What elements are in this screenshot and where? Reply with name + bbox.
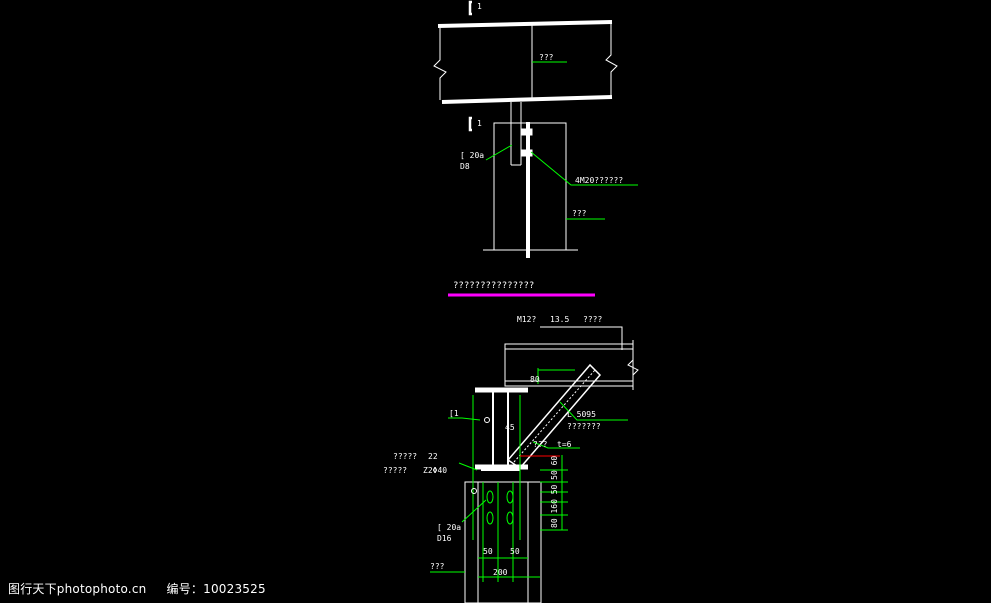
brace-label: ??????? (567, 422, 601, 431)
bolt-4 (506, 511, 514, 525)
section-mark-bottom: [1 (449, 409, 459, 418)
beam-label-bottom: ???? (583, 315, 602, 324)
stiffener-no: 22 (428, 452, 438, 461)
channel-label-bottom: [ 20a (437, 523, 461, 532)
bolt-hole-left (484, 417, 490, 423)
section-mark-mid-glyph (468, 116, 472, 132)
channel-leader (485, 144, 513, 161)
bottom-view-labels: M12? 13.5 ???? L 5095 ??????? 45 80 ??? … (383, 315, 602, 577)
section-mark-leader (448, 417, 481, 421)
stiffener-spec: Z2Φ40 (423, 466, 447, 475)
right-beam-break (627, 340, 639, 390)
brace-dim-label: 80 (530, 375, 540, 384)
watermark-id: 编号：10023525 (166, 582, 266, 596)
top-view-labels: 1 1 ??? [ 20a D8 4M20?????? ??? (460, 2, 623, 218)
lower-column (464, 481, 542, 603)
bolt-upper (521, 128, 533, 136)
plate-label2-bottom: D16 (437, 534, 452, 543)
stiffener-label: ????? (393, 452, 417, 461)
bolt-label: 4M20?????? (575, 176, 623, 185)
dim-50-left: 50 (483, 547, 493, 556)
right-beam (504, 343, 634, 387)
plate-label-bottom: ??? (533, 440, 548, 449)
section-mark-top-glyph (468, 0, 472, 16)
channel-label: [ 20a (460, 151, 484, 160)
break-line-right (605, 24, 618, 96)
bolt-1 (486, 490, 494, 504)
bolt-dim-label: 13.5 (550, 315, 569, 324)
bolt-leader (530, 151, 638, 186)
stiffener-leader (458, 462, 478, 471)
bolt-spec-label: M12? (517, 315, 536, 324)
brace-length-leader (559, 401, 628, 421)
column-label-bottom: ??? (430, 562, 445, 571)
column-label: ??? (572, 209, 587, 218)
diagonal-brace (506, 363, 602, 469)
watermark-site: 图行天下photophoto.cn (8, 582, 147, 596)
bolt-lower (521, 149, 533, 157)
vertical-dims: 80 160 50 50 60 (550, 456, 559, 528)
watermark: 图行天下photophoto.cn 编号：10023525 (8, 580, 266, 597)
beam-bottom-flange (441, 95, 613, 104)
bolt-hole-base (471, 488, 477, 494)
break-line-left (433, 28, 447, 100)
channel-leader-bottom (461, 499, 487, 523)
brace-centerline (513, 369, 596, 463)
plate-leader (532, 441, 580, 449)
detail-title: ??????????????? (453, 281, 534, 291)
dim-50-right: 50 (510, 547, 520, 556)
bottom-view (464, 326, 639, 603)
angle-label: 45 (505, 423, 515, 432)
beam-label-leader-bottom (540, 326, 623, 350)
bolt-2 (506, 490, 514, 504)
bottom-dimensions (430, 368, 628, 582)
section-mark-top-label: 1 (477, 2, 482, 11)
plate-label: D8 (460, 162, 470, 171)
brace-length-label: L 5095 (567, 410, 596, 419)
section-mark-mid-label: 1 (477, 119, 482, 128)
dim-200: 200 (493, 568, 508, 577)
bolt-3 (486, 511, 494, 525)
beam-label: ??? (539, 53, 554, 62)
plate-thk-label: t=6 (557, 440, 572, 449)
top-view (433, 0, 638, 258)
beam-top-flange (437, 20, 613, 28)
stiffener-label2: ????? (383, 466, 407, 475)
